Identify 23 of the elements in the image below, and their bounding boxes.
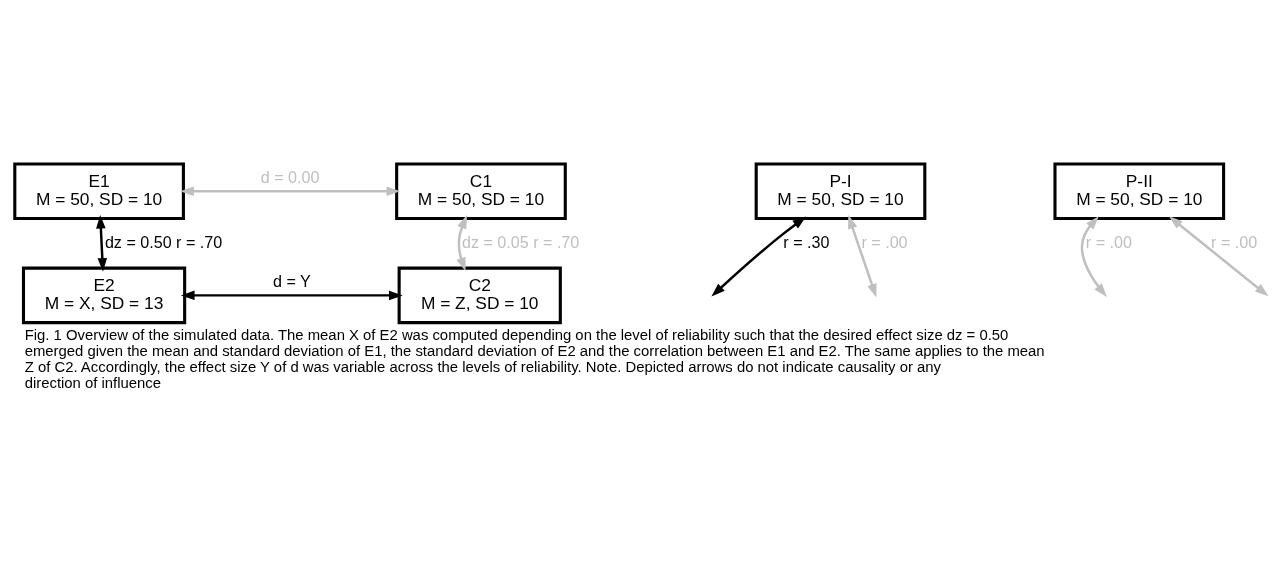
arrow xyxy=(96,214,108,272)
node-box: C2 M = Z, SD = 10 xyxy=(397,266,562,325)
edge-label: r = .00 xyxy=(861,232,908,251)
edge-label: dz = 0.50 r = .70 xyxy=(104,232,223,251)
arrow xyxy=(848,215,877,298)
arrow xyxy=(1168,216,1269,297)
edge-label: r = .30 xyxy=(783,232,830,251)
edge-label: r = .00 xyxy=(1085,232,1132,251)
arrow xyxy=(456,215,468,272)
arrow xyxy=(180,290,403,301)
edge-label: r = .00 xyxy=(1211,232,1258,251)
edge-label: d = 0.00 xyxy=(260,168,320,187)
node-box: C1 M = 50, SD = 10 xyxy=(395,162,567,221)
node-box: E2 M = X, SD = 13 xyxy=(21,266,187,325)
edge-label: d = Y xyxy=(273,272,311,291)
node-box: P-I M = 50, SD = 10 xyxy=(754,162,927,221)
arrow xyxy=(180,186,401,196)
node-box: E1 M = 50, SD = 10 xyxy=(13,162,185,221)
caption: Fig. 1 Overview of the simulated data. The mean X of E2 was computed depending on the level of reliability such that the desired effect size dz = 0.50 emerged given the mean and standard deviation of E1, the standard deviation of E2 and the correlation between E1 and E2. The same applies to the mean Z of C2. Accordingly, the effect size Y of d was variable across the levels of reliability. Note. Depicted arrows do not indicate causality or any direction of influence xyxy=(24,326,1045,391)
node-box: P-II M = 50, SD = 10 xyxy=(1053,162,1226,221)
edge-label: dz = 0.05 r = .70 xyxy=(461,232,580,251)
arrow xyxy=(711,216,807,297)
arrow xyxy=(1080,216,1107,297)
